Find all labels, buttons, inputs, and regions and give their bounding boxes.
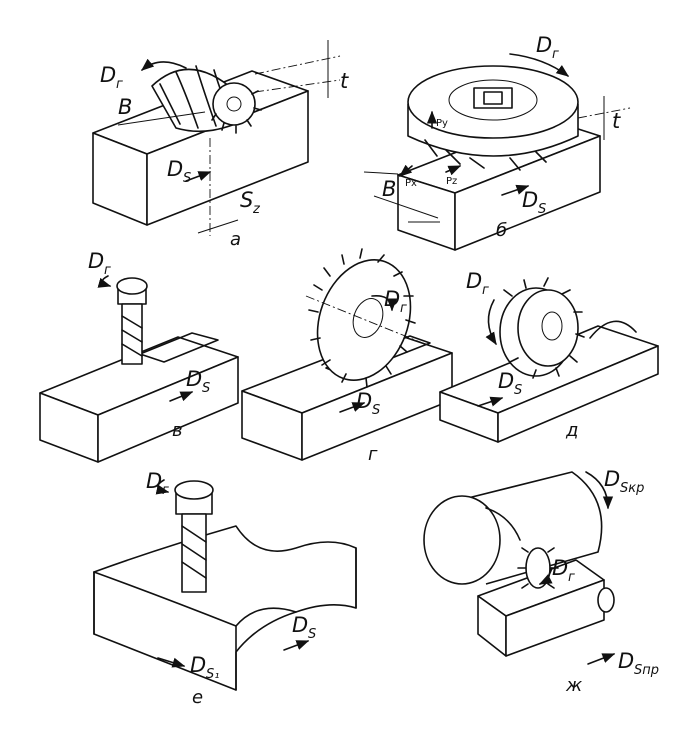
force-py-label: Py [436, 118, 448, 129]
feed-subscript-e: S [308, 627, 316, 642]
rotation-label-a: D [100, 63, 116, 87]
width-dim-b [373, 195, 439, 219]
feed-arrow-v [169, 391, 194, 402]
panel-a: D г B t D S S z а [92, 40, 349, 250]
feed-label-b: D [522, 188, 538, 212]
feed-label-v: D [186, 367, 202, 391]
feed-label-e: D [292, 613, 308, 637]
feed-subscript-v: S [202, 381, 210, 396]
circ-feed-subscript-zh: Sкр [620, 481, 644, 496]
width-ext-b1 [363, 171, 399, 175]
form-cutter-d [499, 277, 585, 379]
feed-label-a: D [167, 157, 183, 181]
force-px-arrow [399, 164, 413, 177]
face-mill-b [407, 65, 579, 171]
feed2-subscript-e: S₁ [206, 667, 219, 682]
width-label-a: B [118, 95, 132, 119]
caption-a: а [230, 229, 241, 250]
end-mill-v [116, 277, 148, 365]
caption-zh: ж [565, 675, 583, 696]
rotation-subscript-g: г [400, 301, 407, 316]
cutter-axis-g [305, 295, 431, 347]
rotation-subscript-a: г [116, 77, 123, 92]
feed-subscript-b: S [538, 202, 546, 217]
feed2-label-e: D [190, 653, 206, 677]
force-px-label: Px [405, 178, 417, 189]
panel-e: D г D S D S₁ е [93, 469, 357, 708]
depth-ref-line-a2 [254, 79, 341, 93]
end-mill-e [174, 480, 214, 593]
caption-v: в [172, 420, 183, 441]
force-pz-arrow [445, 165, 462, 176]
feed-label-d: D [498, 369, 514, 393]
rotation-subscript-d: г [482, 283, 489, 298]
circ-feed-label-zh: D [604, 467, 620, 491]
feed-subscript-g: S [372, 403, 380, 418]
disk-cutter-g [308, 248, 416, 388]
rotation-arrow-a [141, 58, 187, 71]
workpiece-v [39, 332, 239, 463]
force-pz-label: Pz [446, 176, 457, 187]
workpiece-e [93, 525, 357, 691]
rotation-subscript-zh: г [568, 570, 575, 585]
caption-b: б [496, 220, 507, 241]
tooth-feed-label-a: S [240, 188, 253, 212]
panel-d: D г D S д [439, 269, 659, 443]
feed-subscript-a: S [183, 171, 191, 186]
long-feed-arrow-zh [587, 653, 616, 665]
feed-arrow-b [501, 184, 530, 196]
feed-arrow-a [185, 171, 212, 182]
rotation-label-d: D [466, 269, 482, 293]
depth-ref-line-a [254, 55, 341, 75]
feed-label-g: D [356, 389, 372, 413]
feed-subscript-d: S [514, 383, 522, 398]
feed-arrow-d [477, 396, 504, 407]
rotation-subscript-v: г [104, 263, 111, 278]
rotation-label-zh: D [552, 556, 568, 580]
depth-ref-line-b [577, 107, 631, 119]
caption-e: е [192, 687, 203, 708]
depth-label-b: t [612, 109, 621, 133]
panel-v: D г D S в [39, 249, 239, 463]
rotation-arrow-d [485, 299, 497, 346]
caption-g: г [368, 444, 378, 465]
rotation-arrow-b [509, 53, 570, 77]
rotation-arrow-e [155, 479, 170, 495]
panel-b: D г t Py Px Pz B D S б [363, 33, 631, 251]
feed2-arrow-e [157, 657, 186, 668]
caption-d: д [565, 420, 578, 441]
rotation-label-b: D [536, 33, 552, 57]
long-feed-subscript-zh: Sпр [634, 663, 659, 678]
tooth-feed-dim-a [197, 219, 239, 234]
rotation-subscript-b: г [552, 47, 559, 62]
panel-g: D г D S г [241, 248, 453, 465]
rotation-arrow-v [97, 275, 112, 288]
feed-arrow-e [283, 640, 310, 651]
panel-zh: D Sкр D г D Sпр ж [423, 467, 659, 696]
rotation-label-v: D [88, 249, 104, 273]
depth-label-a: t [340, 69, 349, 93]
rotation-arrow-zh [538, 567, 553, 585]
rotation-subscript-e: г [162, 483, 169, 498]
rotation-arrow-g [371, 294, 398, 312]
width-dim-a [117, 111, 206, 126]
cylinder-workpiece-zh [423, 471, 603, 585]
feed-arrow-g [339, 402, 366, 413]
rotation-label-g: D [384, 287, 400, 311]
long-feed-label-zh: D [618, 649, 634, 673]
width-label-b: B [382, 177, 396, 201]
circ-feed-arrow-zh [585, 471, 614, 510]
rotation-label-e: D [146, 469, 162, 493]
tooth-feed-subscript-a: z [252, 202, 261, 217]
